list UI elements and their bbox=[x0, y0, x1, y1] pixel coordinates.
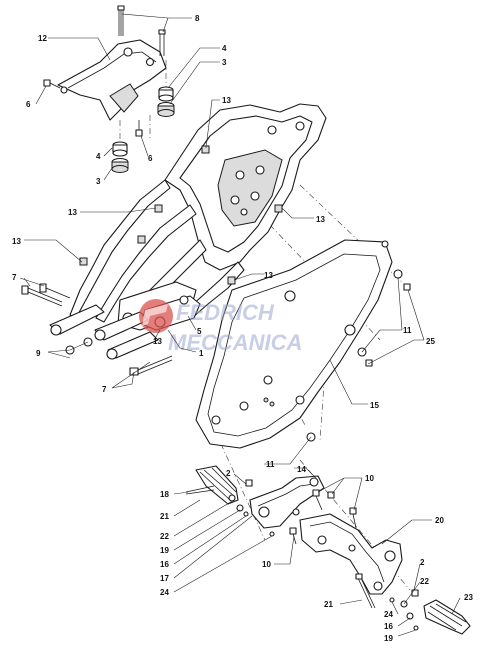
bolt-7-lower bbox=[129, 355, 173, 376]
callout-16: 16 bbox=[160, 560, 169, 569]
under-tray bbox=[195, 239, 393, 449]
upper-mount-bracket bbox=[57, 39, 167, 121]
callout-6: 6 bbox=[148, 154, 153, 163]
callout-13: 13 bbox=[68, 208, 77, 217]
callout-13: 13 bbox=[264, 271, 273, 280]
watermark-line2: MECCANICA bbox=[168, 330, 302, 355]
callout-2: 2 bbox=[420, 558, 425, 567]
callout-12: 12 bbox=[38, 34, 47, 43]
callout-19: 19 bbox=[160, 546, 169, 555]
callout-17: 17 bbox=[160, 574, 169, 583]
bolt-8-left bbox=[117, 5, 125, 36]
watermark-line1: FEDRICH bbox=[176, 300, 275, 325]
callout-3: 3 bbox=[222, 58, 227, 67]
callout-10: 10 bbox=[262, 560, 271, 569]
callout-22: 22 bbox=[160, 532, 169, 541]
right-footpeg-bracket bbox=[299, 513, 403, 595]
callout-19: 19 bbox=[384, 634, 393, 643]
callout-11: 11 bbox=[403, 326, 412, 335]
callout-14: 14 bbox=[297, 465, 306, 474]
callout-18: 18 bbox=[160, 490, 169, 499]
callout-13: 13 bbox=[12, 237, 21, 246]
callout-9: 9 bbox=[36, 349, 41, 358]
callout-5: 5 bbox=[197, 327, 202, 336]
callout-4: 4 bbox=[96, 152, 101, 161]
callout-24: 24 bbox=[384, 610, 393, 619]
callout-23: 23 bbox=[464, 593, 473, 602]
callout-16: 16 bbox=[384, 622, 393, 631]
bolts-10 bbox=[289, 489, 357, 545]
callout-8: 8 bbox=[195, 14, 200, 23]
callout-11: 11 bbox=[266, 460, 275, 469]
rubber-mount-upper bbox=[157, 86, 175, 117]
callout-6: 6 bbox=[26, 100, 31, 109]
callout-7: 7 bbox=[12, 273, 17, 282]
bolt-7-upper bbox=[21, 283, 71, 307]
bolt-6-left bbox=[43, 79, 61, 89]
callout-1: 1 bbox=[199, 349, 204, 358]
right-footpeg bbox=[423, 599, 471, 635]
left-footpeg bbox=[185, 465, 239, 505]
rubber-mount-lower bbox=[111, 141, 129, 173]
watermark-logo: FEDRICH MECCANICA bbox=[139, 299, 302, 355]
bolt-8-right bbox=[158, 29, 166, 56]
callout-20: 20 bbox=[435, 516, 444, 525]
bolt-6-center bbox=[135, 120, 143, 137]
callout-22: 22 bbox=[420, 577, 429, 586]
callout-3: 3 bbox=[96, 177, 101, 186]
callout-4: 4 bbox=[222, 44, 227, 53]
callout-24: 24 bbox=[160, 588, 169, 597]
fasteners-11-25 bbox=[306, 269, 411, 442]
leader-lines bbox=[19, 13, 461, 637]
callout-21: 21 bbox=[324, 600, 333, 609]
callout-15: 15 bbox=[370, 401, 379, 410]
callout-7: 7 bbox=[102, 385, 107, 394]
callout-25: 25 bbox=[426, 337, 435, 346]
callout-10: 10 bbox=[365, 474, 374, 483]
link-arms bbox=[49, 304, 159, 360]
right-footpeg-small-parts bbox=[355, 573, 419, 631]
callout-13: 13 bbox=[153, 337, 162, 346]
callouts: 8 12 4 3 6 13 4 6 3 13 13 13 13 7 5 13 1… bbox=[12, 14, 473, 643]
callout-13: 13 bbox=[316, 215, 325, 224]
left-footpeg-bracket bbox=[228, 475, 325, 537]
callout-13: 13 bbox=[222, 96, 231, 105]
callout-2: 2 bbox=[226, 469, 231, 478]
callout-21: 21 bbox=[160, 512, 169, 521]
